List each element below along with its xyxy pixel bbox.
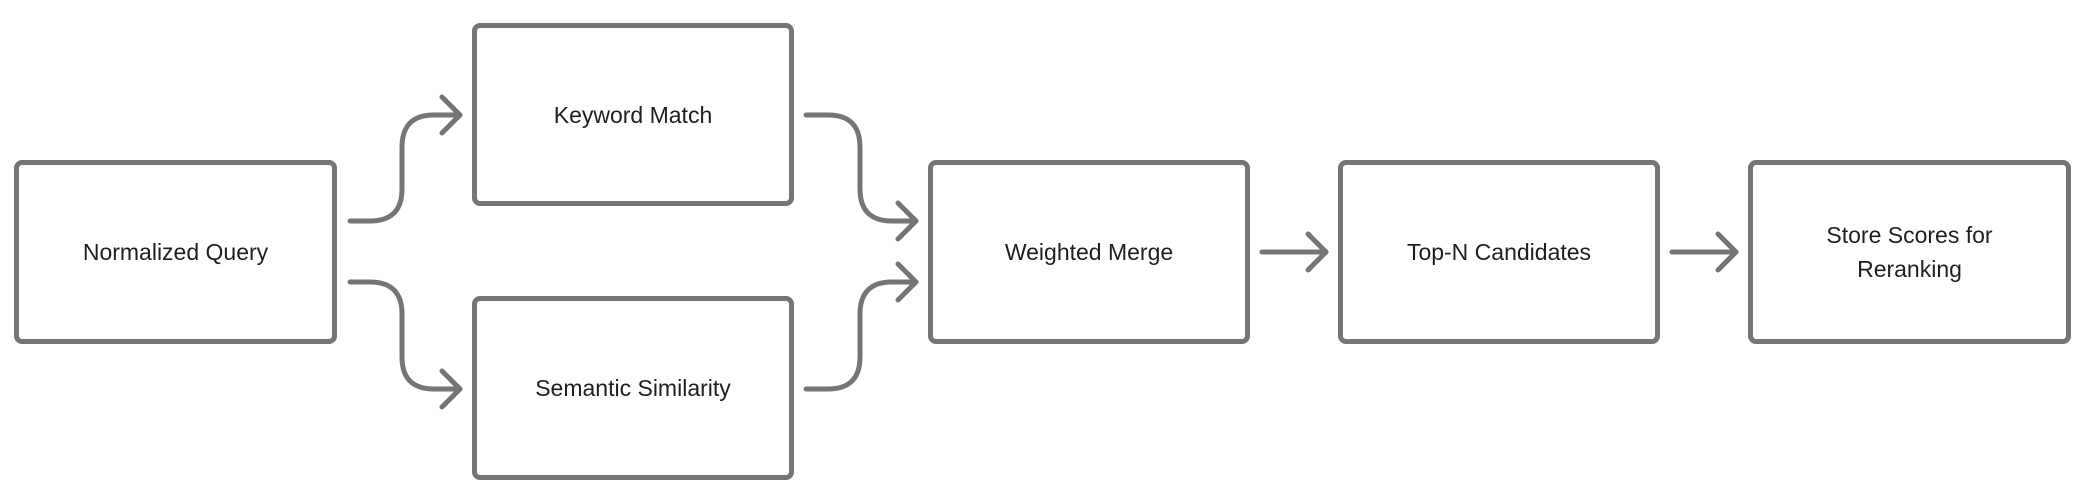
arrowhead-merge-top xyxy=(895,200,919,242)
edge-query-to-semantic xyxy=(347,279,463,392)
arrowhead-topn xyxy=(1305,231,1329,273)
node-label: Normalized Query xyxy=(82,239,269,265)
node-weighted-merge: Weighted Merge xyxy=(928,160,1250,344)
edge-semantic-to-merge xyxy=(803,279,919,392)
arrowhead-store xyxy=(1715,231,1739,273)
node-semantic-similarity: Semantic Similarity xyxy=(472,296,794,480)
node-label: Weighted Merge xyxy=(1004,239,1174,265)
node-keyword-match: Keyword Match xyxy=(472,23,794,206)
edge-query-to-keyword xyxy=(347,112,463,224)
node-label: Store Scores for Reranking xyxy=(1826,222,1993,282)
node-top-n-candidates: Top-N Candidates xyxy=(1338,160,1660,344)
node-normalized-query: Normalized Query xyxy=(14,160,337,344)
node-label: Keyword Match xyxy=(553,101,713,128)
node-label: Semantic Similarity xyxy=(535,375,731,401)
edge-keyword-to-merge xyxy=(803,112,919,224)
arrowhead-semantic xyxy=(439,368,463,410)
arrowhead-keyword xyxy=(439,94,463,136)
arrowhead-merge-bottom xyxy=(895,261,919,303)
node-label: Top-N Candidates xyxy=(1406,239,1592,265)
node-store-scores: Store Scores for Reranking xyxy=(1748,160,2071,344)
